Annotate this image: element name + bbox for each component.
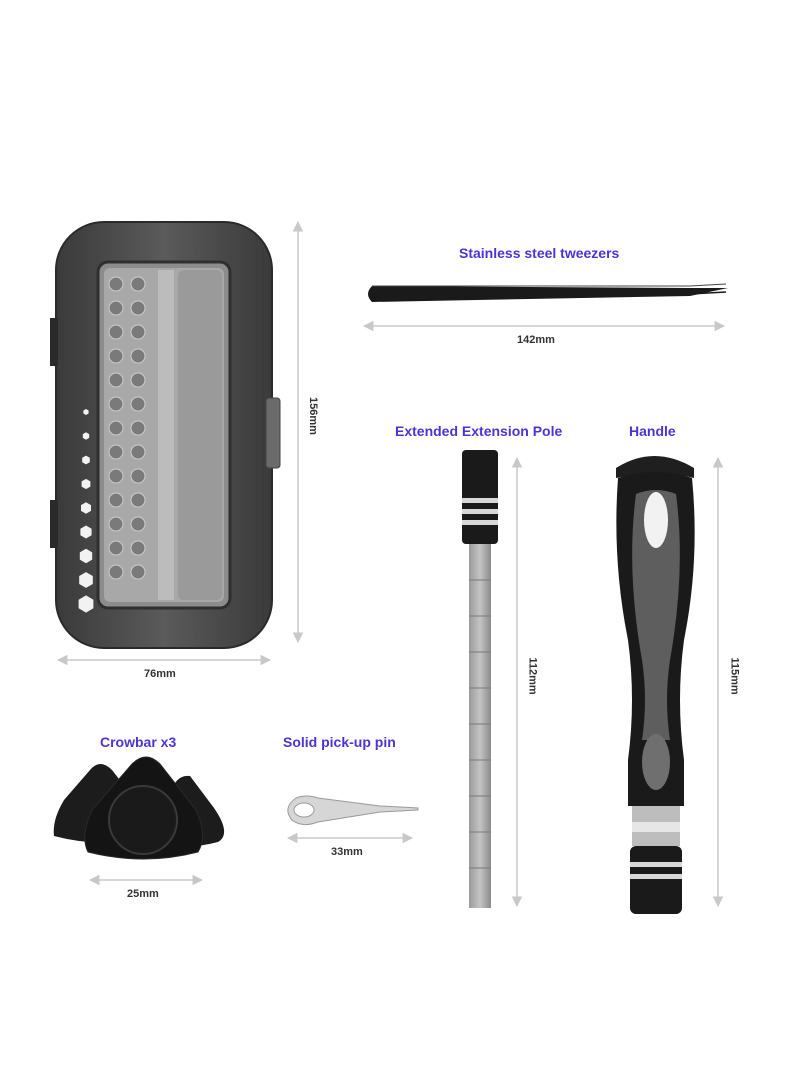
crowbar-title: Crowbar x3 bbox=[100, 734, 177, 750]
bit-hole bbox=[108, 564, 124, 580]
tweezers-title: Stainless steel tweezers bbox=[459, 245, 620, 261]
bit-hole bbox=[108, 372, 124, 388]
hex-hole bbox=[80, 525, 92, 539]
bit-hole bbox=[108, 468, 124, 484]
bit-hole bbox=[130, 348, 146, 364]
handle-length-label: 115mm bbox=[728, 657, 741, 695]
bit-hole bbox=[130, 324, 146, 340]
pin-length-label: 33mm bbox=[331, 846, 363, 858]
bit-hole bbox=[108, 396, 124, 412]
hex-hole bbox=[79, 548, 93, 564]
pin-title: Solid pick-up pin bbox=[283, 734, 396, 750]
bit-hole bbox=[108, 300, 124, 316]
hex-hole bbox=[78, 595, 94, 613]
bit-hole bbox=[108, 492, 124, 508]
case-height-label: 156mm bbox=[306, 397, 319, 435]
pickup-pin bbox=[287, 795, 419, 826]
bit-hole bbox=[108, 348, 124, 364]
bit-hole bbox=[108, 516, 124, 532]
hex-hole bbox=[81, 502, 91, 514]
hex-hole bbox=[83, 409, 89, 415]
bit-hole bbox=[130, 420, 146, 436]
hex-socket-holes bbox=[78, 409, 94, 613]
handle-title: Handle bbox=[629, 423, 676, 439]
bit-hole bbox=[130, 444, 146, 460]
bit-hole bbox=[130, 564, 146, 580]
bit-hole bbox=[130, 396, 146, 412]
bit-hole bbox=[108, 276, 124, 292]
bit-hole bbox=[108, 444, 124, 460]
hex-hole bbox=[81, 478, 91, 490]
extension-pole bbox=[462, 450, 498, 908]
screwdriver-handle bbox=[616, 456, 695, 914]
bit-hole bbox=[130, 540, 146, 556]
bit-hole bbox=[108, 324, 124, 340]
bit-hole bbox=[130, 492, 146, 508]
rod-notches bbox=[469, 579, 491, 869]
bit-hole bbox=[130, 516, 146, 532]
crowbar-picks bbox=[53, 756, 225, 860]
bit-hole bbox=[108, 540, 124, 556]
bit-hole bbox=[130, 276, 146, 292]
bit-hole bbox=[108, 420, 124, 436]
bit-hole bbox=[130, 372, 146, 388]
storage-case bbox=[50, 221, 281, 649]
hex-hole bbox=[82, 432, 90, 440]
crowbar-width-label: 25mm bbox=[127, 888, 159, 900]
extension-title: Extended Extension Pole bbox=[395, 423, 563, 439]
extension-length-label: 112mm bbox=[526, 657, 539, 695]
bit-hole bbox=[130, 300, 146, 316]
hex-hole bbox=[82, 455, 90, 465]
tweezers-length-label: 142mm bbox=[517, 334, 555, 346]
tweezers bbox=[368, 283, 728, 302]
case-width-label: 76mm bbox=[144, 668, 176, 680]
bit-hole bbox=[130, 468, 146, 484]
hex-hole bbox=[79, 572, 93, 588]
bit-holes bbox=[108, 276, 146, 580]
